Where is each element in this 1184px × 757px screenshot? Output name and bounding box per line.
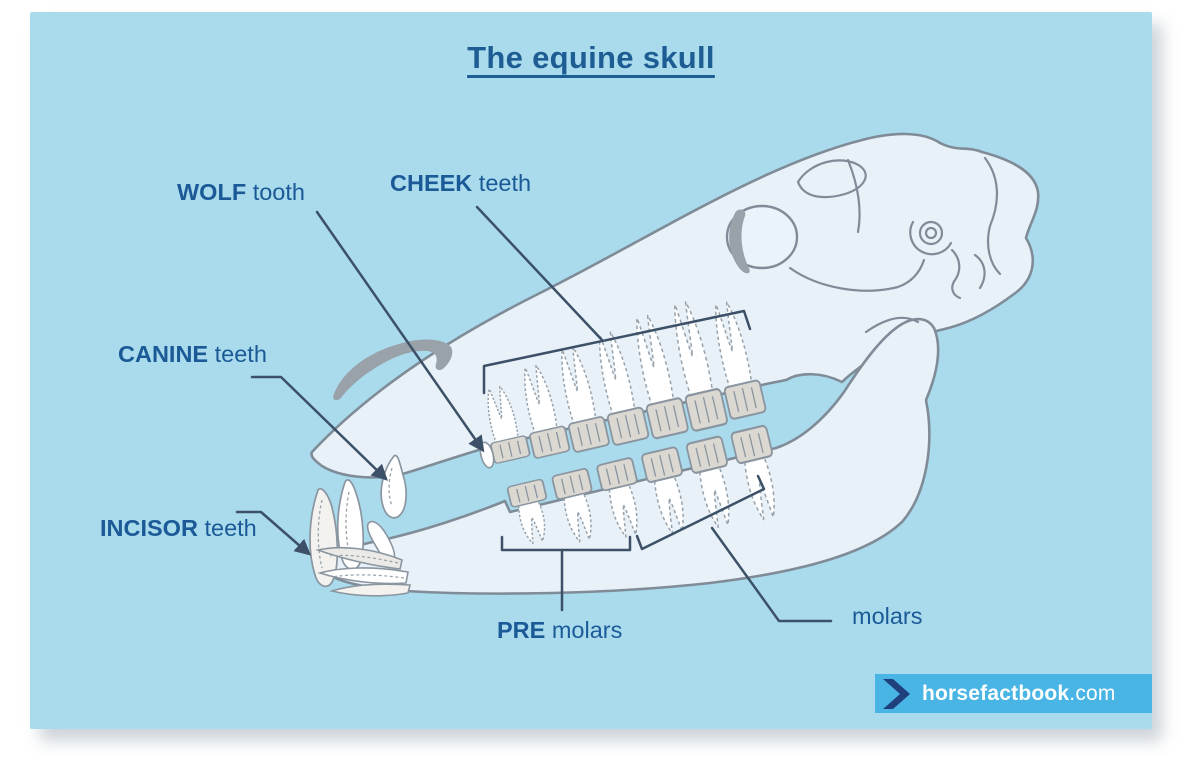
label-canine-teeth-bold: CANINE xyxy=(118,341,209,367)
label-premolars: PRE molars xyxy=(497,617,623,644)
nasal-notch xyxy=(333,339,453,401)
label-cheek-teeth: CHEEK teeth xyxy=(390,170,532,197)
label-molars: molars xyxy=(852,603,923,630)
label-cheek-teeth-bold: CHEEK xyxy=(390,170,473,196)
watermark-text: horsefactbook.com xyxy=(922,682,1116,706)
label-canine-teeth-rest: teeth xyxy=(208,341,267,367)
label-premolars-bold: PRE xyxy=(497,617,546,643)
leader-lines xyxy=(235,205,833,623)
incisor-teeth-leader xyxy=(235,510,312,556)
chevron-right-icon xyxy=(883,678,910,709)
molars-leader xyxy=(710,526,833,623)
molars-bracket xyxy=(635,474,766,551)
eye-socket xyxy=(725,204,799,274)
skull-detail-lines xyxy=(788,156,1002,334)
skull-drawing xyxy=(309,132,1040,597)
lower-incisors xyxy=(315,520,412,597)
label-incisor-teeth: INCISOR teeth xyxy=(100,515,257,542)
cheek-teeth-bracket xyxy=(482,309,752,395)
watermark-banner: horsefactbook.com xyxy=(875,674,1152,713)
watermark-brand: horsefactbook xyxy=(922,681,1070,705)
label-cheek-teeth-rest: teeth xyxy=(472,170,532,196)
label-wolf-tooth: WOLF tooth xyxy=(177,179,305,206)
label-incisor-teeth-rest: teeth xyxy=(197,515,257,541)
label-wolf-tooth-bold: WOLF xyxy=(177,179,247,205)
label-wolf-tooth-rest: tooth xyxy=(246,179,305,205)
label-canine-teeth: CANINE teeth xyxy=(118,341,267,368)
cheek-teeth-leader xyxy=(475,205,604,342)
premolars-bracket xyxy=(500,535,632,552)
wolf-tooth-leader xyxy=(315,210,485,453)
watermark-suffix: .com xyxy=(1069,681,1116,705)
canine-teeth-leader xyxy=(250,375,388,481)
label-incisor-teeth-bold: INCISOR xyxy=(100,515,198,541)
label-molars-rest: molars xyxy=(852,603,923,629)
page-title: The equine skull xyxy=(467,40,715,75)
label-premolars-rest: molars xyxy=(545,617,623,643)
